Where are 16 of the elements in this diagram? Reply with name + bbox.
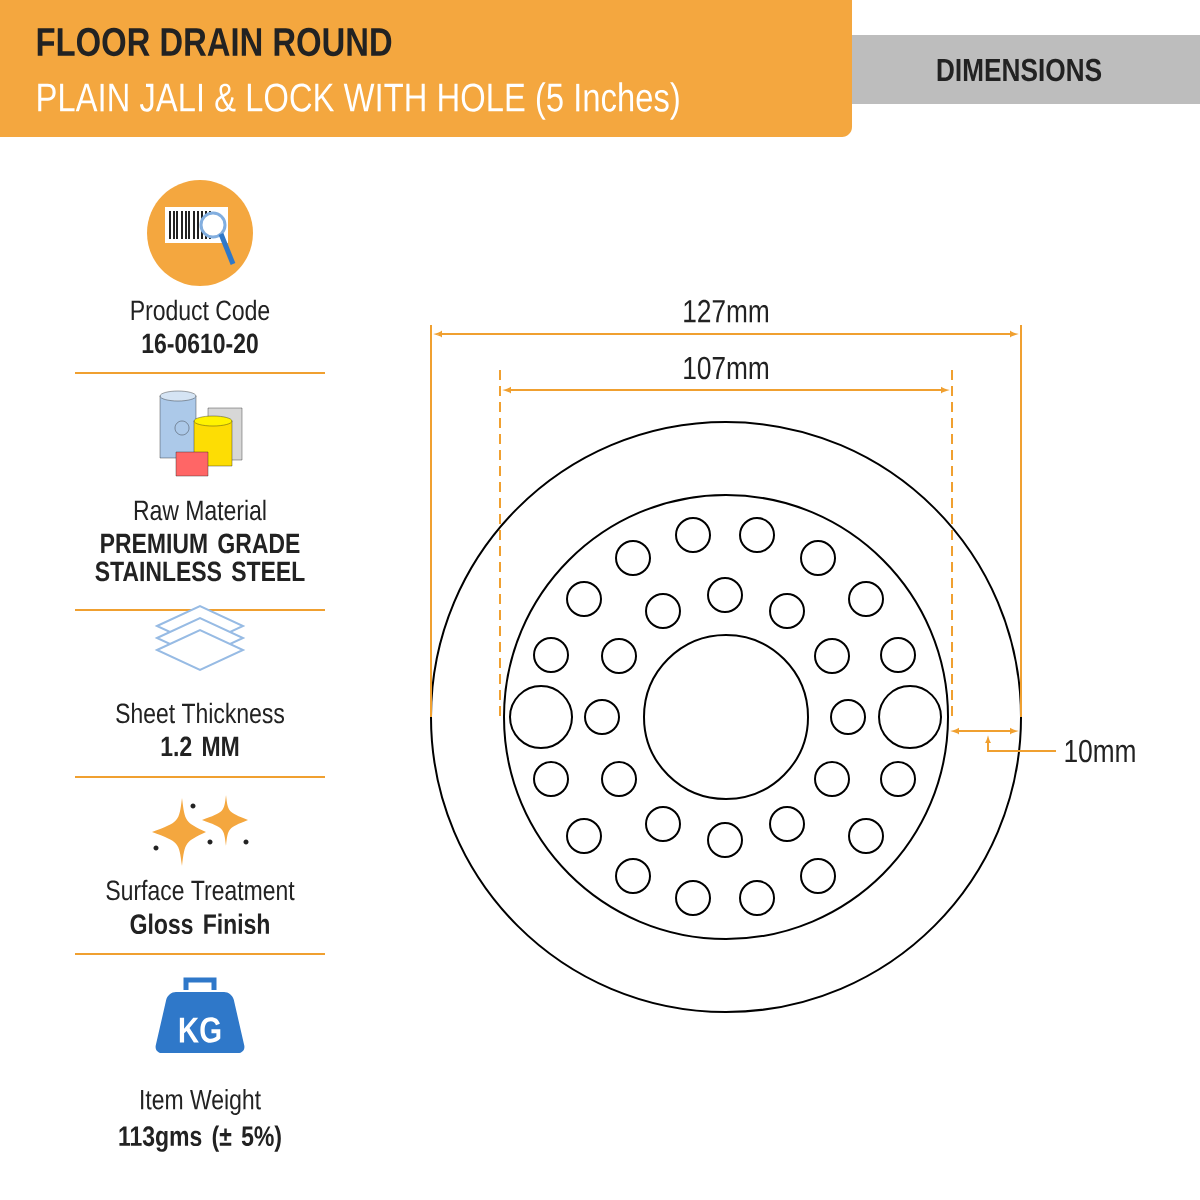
spec-label: Item Weight bbox=[141, 1088, 261, 1116]
spec-label: Product Code bbox=[131, 299, 270, 321]
spec-value: 16-0610-20 bbox=[142, 333, 258, 354]
title: FLOOR DRAIN ROUND bbox=[37, 27, 392, 57]
dimension-text: 127mm bbox=[680, 297, 772, 325]
spec-value: 1.2 MM bbox=[161, 736, 239, 757]
subtitle: PLAIN JALI & LOCK WITH HOLE (5 Inches) bbox=[38, 82, 679, 120]
dimension-text: 10mm bbox=[1065, 739, 1135, 763]
spec-value: PREMIUM GRADE STAINLESS STEEL bbox=[95, 533, 305, 582]
spec-label: Sheet Thickness bbox=[116, 702, 284, 724]
spec-value: 113gms (± 5%) bbox=[119, 1125, 281, 1152]
spec-label: Raw Material bbox=[134, 499, 266, 521]
section-header: DIMENSIONS bbox=[852, 35, 1200, 104]
dimension-text: 107mm bbox=[680, 354, 772, 382]
spec-value: Gloss Finish bbox=[130, 913, 269, 935]
spec-label: Surface Treatment bbox=[106, 879, 295, 901]
